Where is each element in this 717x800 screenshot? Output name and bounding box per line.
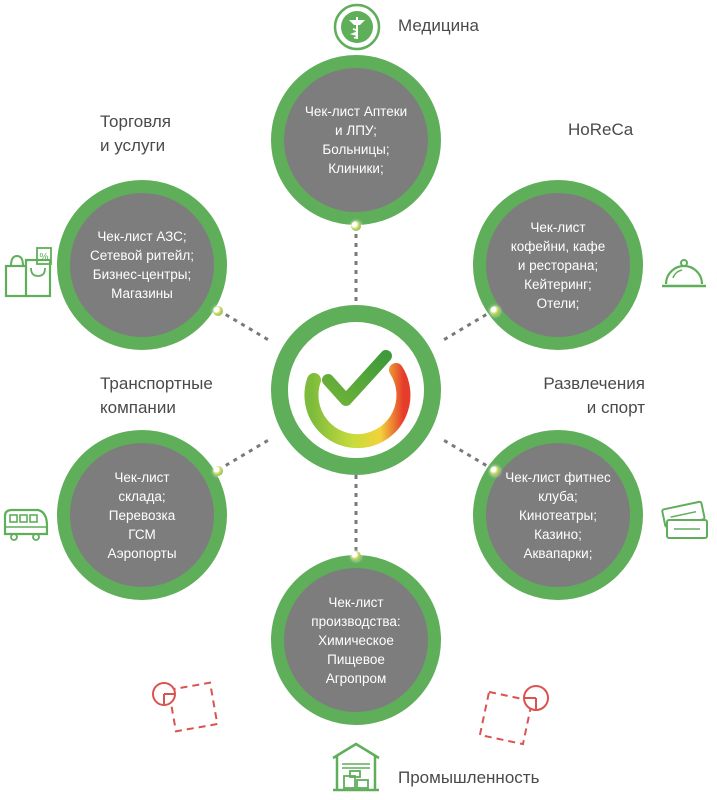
connector-entertainment — [439, 436, 495, 472]
label-transport: Транспортные компании — [100, 372, 213, 420]
node-horeca: Чек-лист кофейни, кафе и ресторана; Кейт… — [473, 180, 643, 350]
text-line: Чек-лист — [530, 219, 586, 235]
label-line: Транспортные — [100, 374, 213, 393]
text-line: Чек-лист — [328, 594, 384, 610]
node-horeca-text: Чек-лист кофейни, кафе и ресторана; Кейт… — [511, 218, 606, 313]
text-line: и ЛПУ; — [335, 123, 377, 138]
node-medicine-text: Чек-лист Аптеки и ЛПУ; Больницы; Клиники… — [305, 102, 407, 178]
text-line: склада; — [118, 488, 166, 504]
check-clock-logo — [304, 350, 411, 449]
train-icon — [3, 508, 49, 541]
text-line: Магазины — [111, 286, 173, 301]
text-line: Бизнес-центры; — [92, 267, 192, 282]
node-transport: Чек-лист склада; Перевозка ГСМ Аэропорты — [57, 430, 227, 600]
text-line: Клиники; — [328, 161, 384, 176]
node-industry: Чек-лист производства: Химическое Пищево… — [271, 555, 441, 725]
label-line: Медицина — [398, 16, 479, 35]
text-line: Аэропорты — [107, 545, 177, 561]
label-line: HoReCa — [568, 120, 634, 139]
label-trade: Торговля и услуги — [100, 110, 171, 158]
node-industry-text: Чек-лист производства: Химическое Пищево… — [311, 593, 400, 688]
tickets-icon — [661, 500, 708, 539]
text-line: Чек-лист — [114, 469, 170, 485]
node-transport-text: Чек-лист склада; Перевозка ГСМ Аэропорты — [107, 468, 176, 563]
text-line: Агропром — [325, 670, 387, 686]
label-entertainment: Развлечения и спорт — [527, 372, 645, 420]
text-line: Кинотеатры; — [519, 507, 597, 523]
text-line: Аквапарки; — [523, 545, 593, 561]
text-line: Казино; — [534, 526, 582, 542]
connector-trade — [217, 308, 273, 344]
label-line: Развлечения — [543, 374, 645, 393]
connector-transport — [217, 436, 273, 472]
connector-dot — [490, 466, 500, 476]
text-line: ГСМ — [128, 526, 156, 542]
connector-dot — [490, 306, 500, 316]
text-line: Больницы; — [322, 142, 390, 157]
label-line: компании — [100, 398, 176, 417]
connector-dot — [351, 221, 361, 231]
text-line: Чек-лист фитнес — [505, 469, 611, 485]
warehouse-icon — [332, 742, 380, 792]
text-line: Перевозка — [108, 507, 176, 523]
connector-horeca — [439, 308, 495, 344]
text-line: Химическое — [318, 632, 394, 648]
label-horeca: HoReCa — [568, 118, 633, 142]
cloche-icon — [662, 259, 706, 288]
label-line: и услуги — [100, 136, 166, 155]
label-line: и спорт — [586, 398, 645, 417]
node-trade-text: Чек-лист АЗС; Сетевой ритейл; Бизнес-цен… — [90, 227, 194, 303]
decor-right-shape — [478, 685, 549, 746]
decor-left-shape — [152, 681, 219, 733]
svg-text:%: % — [40, 252, 49, 263]
node-trade: Чек-лист АЗС; Сетевой ритейл; Бизнес-цен… — [57, 180, 227, 350]
label-line: Промышленность — [398, 768, 540, 787]
connector-dot — [213, 306, 223, 316]
text-line: Пищевое — [327, 651, 385, 667]
text-line: кофейни, кафе — [510, 238, 606, 254]
caduceus-icon — [333, 3, 381, 51]
connector-dot — [351, 551, 361, 561]
text-line: Отели; — [536, 295, 580, 311]
node-entertainment: Чек-лист фитнес клуба; Кинотеатры; Казин… — [473, 430, 643, 600]
connector-dot — [213, 466, 223, 476]
label-line: Торговля — [100, 112, 172, 131]
node-medicine: Чек-лист Аптеки и ЛПУ; Больницы; Клиники… — [271, 55, 441, 225]
text-line: Сетевой ритейл; — [90, 248, 194, 263]
text-line: Кейтеринг; — [524, 276, 592, 292]
text-line: производства: — [311, 613, 401, 629]
shopping-bag-icon: % — [4, 247, 52, 298]
text-line: Чек-лист АЗС; — [97, 229, 187, 244]
center-circle — [271, 305, 441, 475]
text-line: Чек-лист Аптеки — [304, 104, 408, 119]
node-entertainment-text: Чек-лист фитнес клуба; Кинотеатры; Казин… — [505, 468, 611, 563]
label-medicine: Медицина — [398, 14, 479, 38]
text-line: и ресторана; — [517, 257, 599, 273]
label-industry: Промышленность — [398, 766, 539, 790]
text-line: клуба; — [538, 488, 578, 504]
